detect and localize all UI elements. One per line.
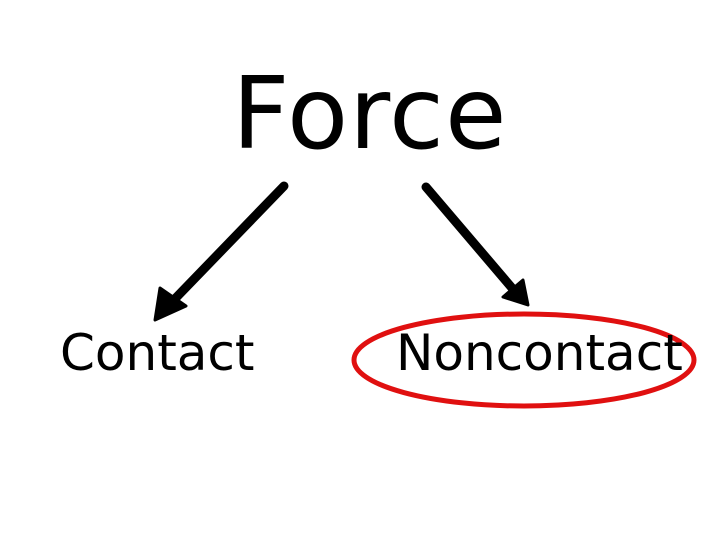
arrow-to-contact [153,181,289,322]
highlight-ellipse [351,311,697,409]
arrow-to-noncontact [421,182,530,307]
branch-node-noncontact: Noncontact [396,324,683,382]
branch-node-contact: Contact [60,324,255,382]
root-node-force: Force [232,55,508,172]
